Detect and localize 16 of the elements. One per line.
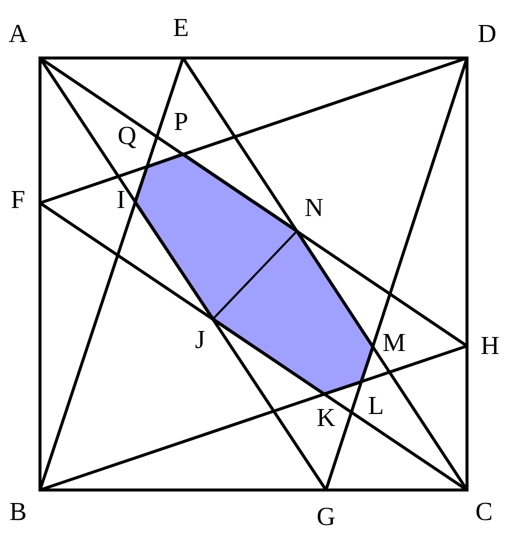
point-label: C — [475, 499, 493, 525]
point-label: D — [478, 21, 496, 47]
point-label: H — [480, 333, 500, 359]
point-label: G — [316, 504, 336, 530]
point-label: P — [174, 109, 188, 135]
point-label: F — [10, 187, 26, 213]
point-label: J — [194, 327, 206, 353]
point-label: K — [316, 405, 336, 431]
point-label: M — [382, 330, 406, 356]
point-label: Q — [118, 123, 136, 149]
point-label: I — [116, 187, 126, 213]
point-label: B — [9, 499, 27, 525]
point-label: E — [173, 15, 189, 41]
point-label: A — [8, 21, 28, 47]
point-label: L — [368, 393, 384, 419]
point-label: N — [304, 195, 324, 221]
